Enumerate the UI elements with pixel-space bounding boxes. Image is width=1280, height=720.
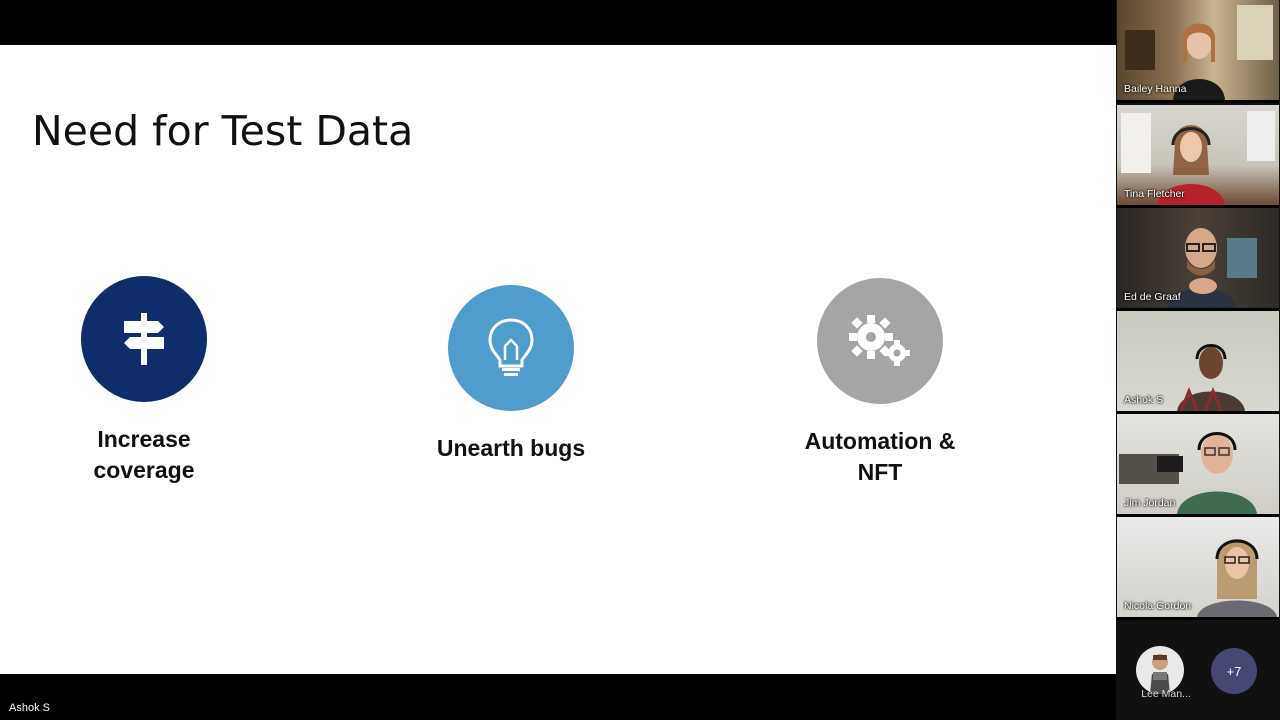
- participant-name: Bailey Hanna: [1124, 83, 1187, 95]
- video-feed: [1119, 432, 1257, 514]
- video-feed: [1197, 539, 1277, 617]
- participant-name: Ashok S: [1124, 394, 1164, 406]
- more-participants-button[interactable]: +7: [1211, 648, 1257, 694]
- participant-name: Nicola Gordon: [1124, 600, 1192, 612]
- slide-title: Need for Test Data: [32, 107, 414, 155]
- avatar[interactable]: [1136, 646, 1184, 694]
- item-label: Automation & NFT: [804, 428, 956, 485]
- gears-icon: [817, 278, 943, 404]
- video-feed: [1121, 111, 1275, 205]
- participant-gallery: Bailey Hanna Tina Fletcher Ed de Graaf: [1116, 0, 1280, 720]
- participant-name: Jim Jordan: [1124, 497, 1176, 509]
- participant-name: Tina Fletcher: [1124, 188, 1185, 200]
- signpost-icon: [81, 276, 207, 402]
- participant-tile[interactable]: Bailey Hanna: [1117, 0, 1279, 103]
- presenter-name: Ashok S: [9, 702, 50, 714]
- presentation-slide: Need for Test Data Increase coverage: [0, 45, 1116, 674]
- video-feed: [1125, 5, 1273, 100]
- item-label: Unearth bugs: [436, 435, 586, 461]
- avatar-name: Lee Man...: [1141, 688, 1191, 700]
- participant-tile[interactable]: Nicola Gordon: [1117, 517, 1279, 620]
- item-unearth-bugs: Unearth bugs: [381, 285, 641, 464]
- item-label: Increase coverage: [93, 426, 195, 483]
- shared-screen: Need for Test Data Increase coverage: [0, 45, 1116, 714]
- participant-tile[interactable]: Tina Fletcher: [1117, 105, 1279, 208]
- participant-tile[interactable]: Ashok S: [1117, 311, 1279, 414]
- participant-tile[interactable]: Ed de Graaf: [1117, 208, 1279, 311]
- video-feed: [1165, 228, 1257, 308]
- overflow-row: Lee Man... +7: [1116, 640, 1280, 710]
- participant-name: Ed de Graaf: [1124, 291, 1181, 303]
- item-automation-nft: Automation & NFT: [750, 278, 1010, 488]
- video-feed: [1177, 344, 1245, 411]
- item-increase-coverage: Increase coverage: [14, 276, 274, 486]
- lightbulb-icon: [448, 285, 574, 411]
- participant-tile[interactable]: Jim Jordan: [1117, 414, 1279, 517]
